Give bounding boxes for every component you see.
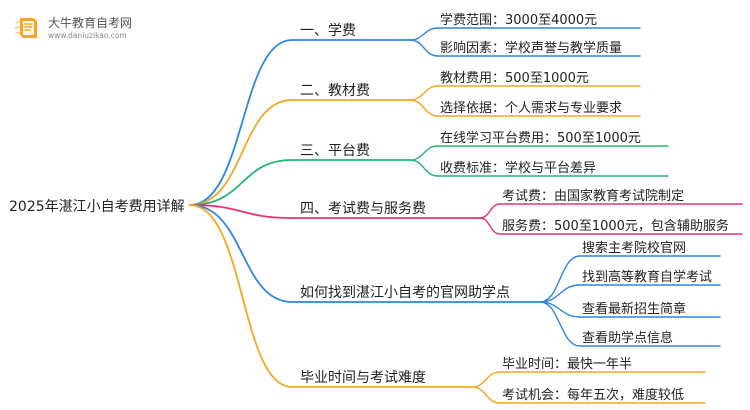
branch-official-site: 如何找到湛江小自考的官网助学点 xyxy=(300,285,510,301)
leaf-exam-chances: 考试机会：每年五次，难度较低 xyxy=(502,388,685,403)
branch-exam-service: 四、考试费与服务费 xyxy=(300,201,426,217)
branch-leaf-link xyxy=(539,301,581,347)
branch-leaf-link xyxy=(409,27,439,41)
branch-leaf-link xyxy=(539,255,581,303)
leaf-tuition-factors: 影响因素：学校声誉与教学质量 xyxy=(440,41,623,56)
branch-tuition: 一、学费 xyxy=(300,23,356,39)
leaf-search-site: 搜索主考院校官网 xyxy=(582,241,687,256)
branch-leaf-link xyxy=(471,371,501,388)
leaf-service-fee: 服务费：500至1000元，包含辅助服务 xyxy=(502,219,729,234)
leaf-platform-standard: 收费标准：学校与平台差异 xyxy=(440,161,597,176)
branch-leaf-link xyxy=(409,159,439,177)
leaf-textbook-basis: 选择依据：个人需求与专业要求 xyxy=(440,101,623,116)
leaf-check-brochure: 查看最新招生简章 xyxy=(582,302,687,317)
root-topic: 2025年湛江小自考费用详解 xyxy=(9,199,185,215)
logo-url: www.daniuzikao.com xyxy=(48,31,127,40)
branch-textbook: 二、教材费 xyxy=(300,83,370,99)
branch-leaf-link xyxy=(409,145,439,161)
branch-leaf-link xyxy=(479,203,501,219)
branch-graduation: 毕业时间与考试难度 xyxy=(300,370,426,386)
root-branch-link xyxy=(189,204,293,303)
leaf-platform-cost: 在线学习平台费用：500至1000元 xyxy=(440,131,641,146)
logo-name: 大牛教育自考网 xyxy=(48,16,133,30)
leaf-exam-fee: 考试费：由国家教育考试院制定 xyxy=(502,189,685,204)
leaf-check-point: 查看助学点信息 xyxy=(582,331,674,346)
site-logo[interactable]: 大牛教育自考网 www.daniuzikao.com xyxy=(14,12,174,46)
branch-leaf-link xyxy=(471,386,501,404)
branch-leaf-link xyxy=(479,217,501,235)
leaf-textbook-cost: 教材费用：500至1000元 xyxy=(440,71,589,86)
root-branch-link xyxy=(189,99,293,206)
branch-platform: 三、平台费 xyxy=(300,143,370,159)
leaf-graduation-time: 毕业时间：最快一年半 xyxy=(502,357,633,372)
root-branch-link xyxy=(189,39,293,206)
root-branch-link xyxy=(189,204,293,388)
branch-leaf-link xyxy=(409,85,439,101)
root-branch-link xyxy=(189,159,293,206)
branch-leaf-link xyxy=(539,284,581,303)
branch-leaf-link xyxy=(409,39,439,57)
leaf-tuition-range: 学费范围：3000至4000元 xyxy=(440,13,598,28)
branch-leaf-link xyxy=(409,99,439,117)
book-icon xyxy=(14,18,37,38)
leaf-find-exam: 找到高等教育自学考试 xyxy=(582,270,713,285)
root-branch-link xyxy=(189,204,293,219)
